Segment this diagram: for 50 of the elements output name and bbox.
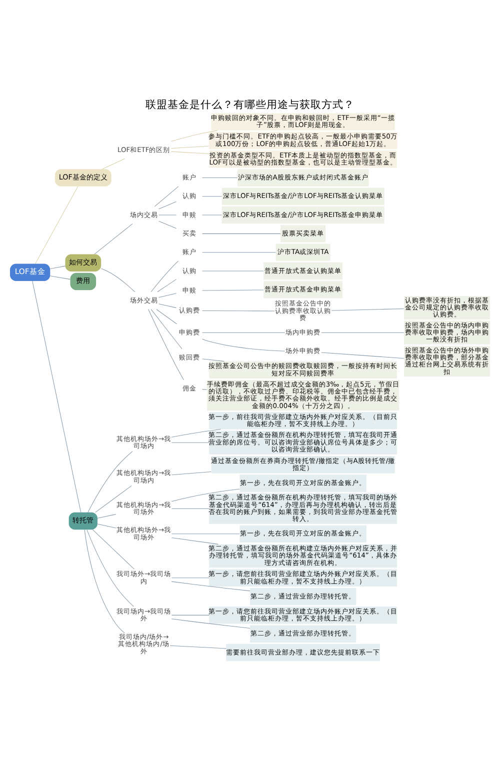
connector (170, 150, 210, 154)
connector (171, 618, 250, 628)
connector (202, 232, 281, 234)
connector (94, 223, 133, 254)
connector (157, 278, 177, 292)
connector (95, 484, 132, 512)
connector (171, 533, 240, 534)
connector (158, 214, 176, 215)
connector (171, 471, 212, 475)
connector (100, 268, 136, 292)
connector (202, 388, 208, 390)
connector (154, 186, 179, 206)
connector (321, 352, 404, 358)
connector (171, 536, 218, 544)
connector (158, 292, 176, 298)
connector (171, 488, 240, 502)
connector (97, 523, 116, 528)
connector (158, 200, 176, 209)
connector (202, 176, 238, 178)
connector (170, 644, 226, 648)
connector (88, 450, 133, 512)
connector (150, 308, 182, 349)
connector (170, 130, 218, 142)
connector (148, 308, 184, 380)
connector (50, 265, 66, 269)
connector (50, 275, 70, 280)
connector (171, 577, 210, 578)
connector (171, 580, 250, 591)
connector (171, 614, 210, 615)
connector (32, 280, 82, 512)
diagram-title: 联盟基金是什么？有哪些用途与获取方式？ (146, 98, 354, 111)
connector (97, 514, 116, 518)
connector (35, 186, 78, 264)
connector (171, 428, 222, 437)
connector (202, 358, 224, 362)
connector (202, 270, 264, 271)
connector (86, 529, 134, 606)
connector (92, 528, 134, 569)
connector (202, 310, 275, 311)
connector (158, 220, 176, 228)
connector (202, 214, 222, 215)
connector (102, 158, 126, 169)
connector (202, 338, 286, 351)
connector (84, 528, 125, 633)
connector (170, 145, 209, 148)
connector (150, 260, 179, 292)
connector (331, 308, 404, 310)
connector (156, 308, 178, 324)
connector (202, 289, 264, 290)
connector (158, 303, 176, 308)
